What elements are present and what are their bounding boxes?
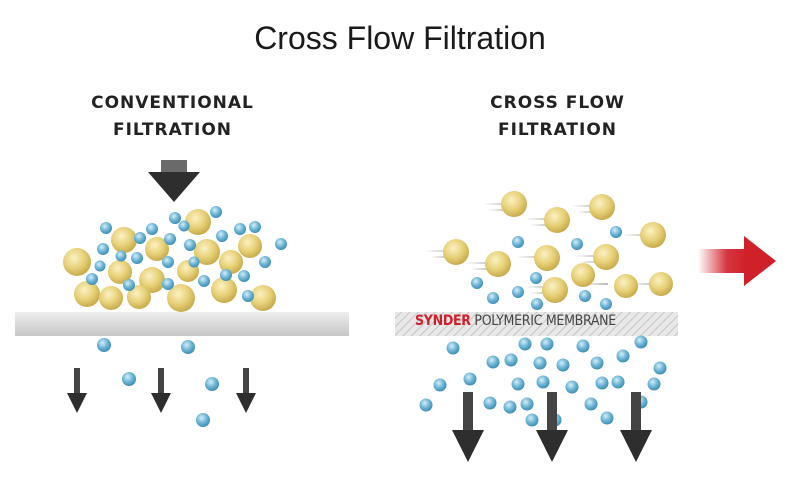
permeate-particles-right bbox=[420, 336, 667, 427]
conventional-membrane bbox=[15, 312, 349, 336]
membrane-type: POLYMERIC MEMBRANE bbox=[471, 313, 616, 329]
membrane-label: SYNDER POLYMERIC MEMBRANE bbox=[415, 313, 685, 329]
conventional-feed-arrow bbox=[148, 160, 200, 202]
conventional-outlet-arrows bbox=[67, 368, 256, 413]
conventional-particle-cake bbox=[63, 206, 287, 312]
crossflow-outlet-arrows bbox=[452, 392, 652, 462]
crossflow-direction-arrow bbox=[698, 236, 776, 286]
membrane-brand: SYNDER bbox=[415, 313, 471, 329]
